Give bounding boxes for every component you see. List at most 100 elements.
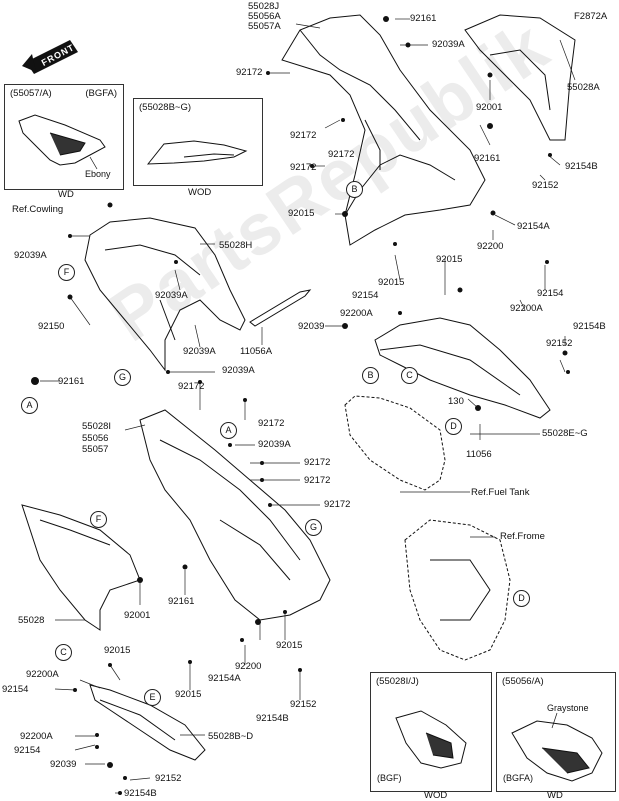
callout-b: B: [346, 181, 363, 198]
callout-g: G: [114, 369, 131, 386]
callout-f: F: [90, 511, 107, 528]
front-arrow-icon: [22, 40, 78, 74]
part-label: 55028I: [82, 421, 112, 432]
bracket-11056a: [249, 289, 312, 327]
callout-b: B: [362, 367, 379, 384]
part-label: 55028A: [567, 82, 600, 93]
figure-code: F2872A: [574, 11, 608, 22]
part-label: 55028: [18, 615, 45, 626]
part-label: 55056: [82, 433, 109, 444]
part-label: 92172: [236, 67, 263, 78]
part-label: 92152: [290, 699, 317, 710]
part-label: 11056: [466, 449, 492, 460]
part-label: 92152: [546, 338, 573, 349]
part-label: 55056A: [248, 11, 281, 22]
part-label: 92039A: [222, 365, 255, 376]
part-label: 92172: [258, 418, 285, 429]
part-label: 92001: [124, 610, 151, 621]
upper-cowl-shape: [281, 14, 486, 246]
inset-55056a: (55056/A) Graystone (BGFA): [496, 672, 616, 792]
part-label: 55028H: [219, 240, 253, 251]
part-label: 92161: [168, 596, 195, 607]
part-label: 92172: [324, 499, 351, 510]
part-label: 92039: [50, 759, 77, 770]
inset-part-drawing: [511, 712, 603, 782]
part-label: 92039: [298, 321, 325, 332]
part-label: 55028B~D: [208, 731, 254, 742]
part-label: 92200A: [340, 308, 373, 319]
part-label: 92172: [304, 457, 331, 468]
part-label: 92039A: [432, 39, 465, 50]
inset-header: (55028I/J): [376, 676, 419, 687]
part-label: 92039A: [258, 439, 291, 450]
part-label: 92154B: [256, 713, 289, 724]
fuel-tank-ref: [344, 395, 446, 491]
part-label: 92161: [58, 376, 85, 387]
part-label: 55057: [82, 444, 109, 455]
part-label: 92001: [476, 102, 503, 113]
part-label: 92200A: [510, 303, 543, 314]
callout-f: F: [58, 264, 75, 281]
inset-header-color: (BGFA): [85, 88, 117, 99]
part-label: 92154: [352, 290, 379, 301]
part-label: 11056A: [240, 346, 273, 357]
ref-label: Ref.Frome: [500, 531, 545, 542]
part-label: 92200: [235, 661, 262, 672]
part-label: 92154: [2, 684, 29, 695]
part-label: 92154: [14, 745, 41, 756]
inset-header: (55028B~G): [139, 102, 192, 113]
part-label: 92172: [304, 475, 331, 486]
inset-part-drawing: [18, 114, 106, 170]
inset-55028bg: (55028B~G): [133, 98, 263, 186]
part-label: 92200A: [26, 669, 59, 680]
left-cowl-55028h: [84, 217, 246, 372]
part-label: 92154B: [124, 788, 157, 799]
part-label: 92172: [290, 162, 317, 173]
part-label: 55028J: [248, 1, 280, 12]
part-label: 92161: [474, 153, 501, 164]
part-label: 92152: [532, 180, 559, 191]
part-label: 92015: [104, 645, 131, 656]
inset-55028ij: (55028I/J) (BGF): [370, 672, 492, 792]
inset-caption: WD: [58, 189, 74, 200]
inset-header: (55057/A): [10, 88, 52, 99]
inset-part-drawing: [395, 710, 467, 769]
part-label: 92154B: [565, 161, 598, 172]
frame-ref: [404, 519, 511, 661]
part-label: 92015: [276, 640, 303, 651]
callout-c: C: [401, 367, 418, 384]
center-cowl-55028i: [139, 409, 331, 621]
lower-left-55028: [21, 504, 141, 631]
part-label: 92200A: [20, 731, 53, 742]
part-label: 92015: [436, 254, 463, 265]
part-label: 92152: [155, 773, 182, 784]
callout-a: A: [220, 422, 237, 439]
callout-d: D: [513, 590, 530, 607]
inset-part-drawing: [146, 140, 248, 165]
inset-note: Graystone: [547, 703, 589, 713]
ref-label: Ref.Cowling: [12, 204, 64, 215]
part-label: 92154: [537, 288, 564, 299]
ref-label: Ref.Fuel Tank: [471, 487, 530, 498]
part-label: 92172: [178, 381, 205, 392]
callout-e: E: [144, 689, 161, 706]
part-label: 92154A: [517, 221, 550, 232]
side-panel-55028a: [464, 14, 576, 141]
part-label: 92154A: [208, 673, 241, 684]
callout-g: G: [305, 519, 322, 536]
inset-header: (55056/A): [502, 676, 544, 687]
part-label: 55028E~G: [542, 428, 588, 439]
part-label: 92015: [175, 689, 202, 700]
part-label: 130: [448, 396, 464, 407]
inset-note: Ebony: [85, 169, 111, 179]
inset-caption: WD: [547, 790, 563, 801]
part-label: 92039A: [14, 250, 47, 261]
part-label: 92150: [38, 321, 65, 332]
inset-caption: WOD: [188, 187, 212, 198]
callout-d: D: [445, 418, 462, 435]
part-label: 92039A: [155, 290, 188, 301]
inset-note: (BGFA): [503, 773, 534, 783]
part-label: 92015: [288, 208, 315, 219]
